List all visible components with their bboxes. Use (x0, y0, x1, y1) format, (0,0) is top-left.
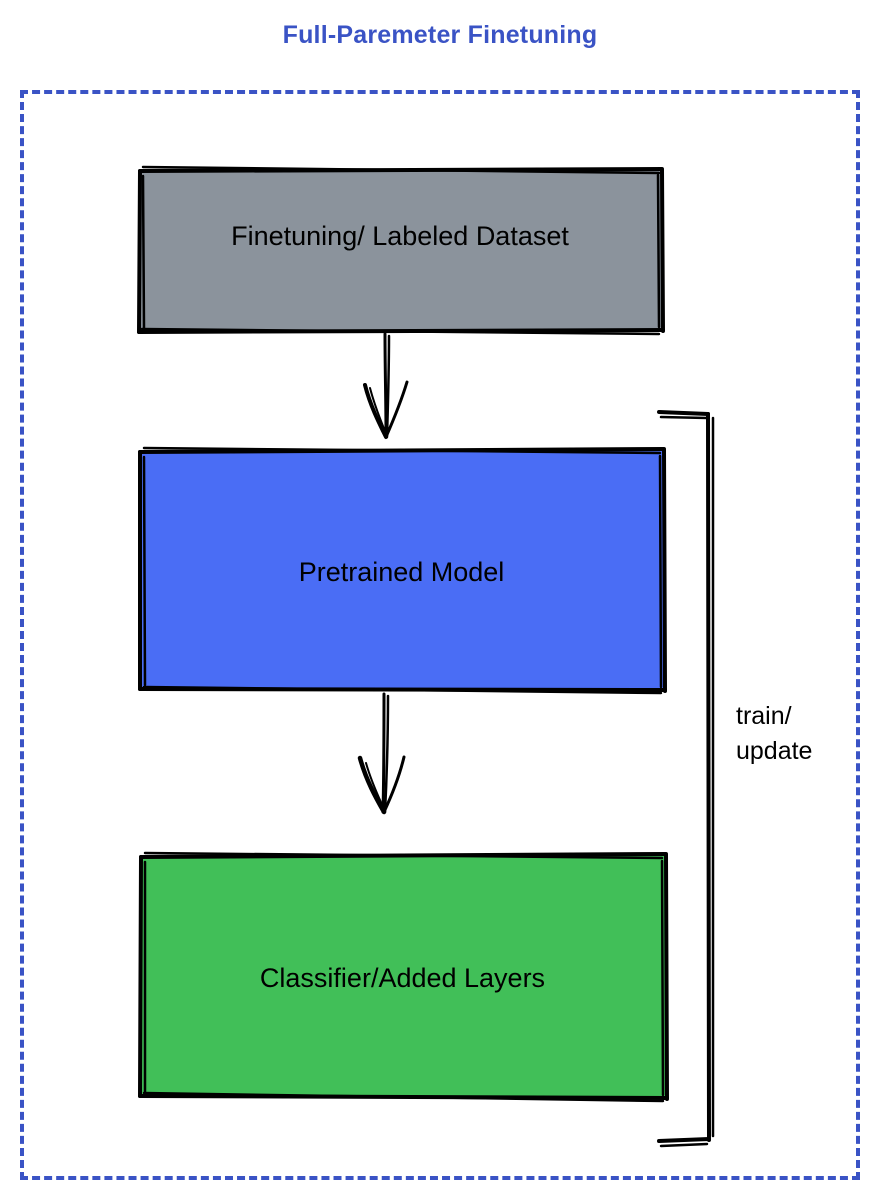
node-dataset[interactable]: Finetuning/ Labeled Dataset (138, 168, 665, 334)
edge-feedback-label-line1: train/ (736, 702, 792, 730)
node-dataset-label: Finetuning/ Labeled Dataset (231, 221, 569, 251)
diagram-frame (20, 90, 860, 1180)
node-pretrained-model-label: Pretrained Model (298, 557, 505, 587)
node-pretrained-model[interactable]: Pretrained Model (138, 450, 666, 692)
edge-feedback-label: train/ update (736, 699, 856, 769)
edge-feedback-label-line2: update (736, 737, 813, 765)
page-title: Full-Paremeter Finetuning (282, 21, 598, 49)
node-classifier[interactable]: Classifier/Added Layers (138, 855, 668, 1100)
node-classifier-label: Classifier/Added Layers (259, 963, 546, 993)
